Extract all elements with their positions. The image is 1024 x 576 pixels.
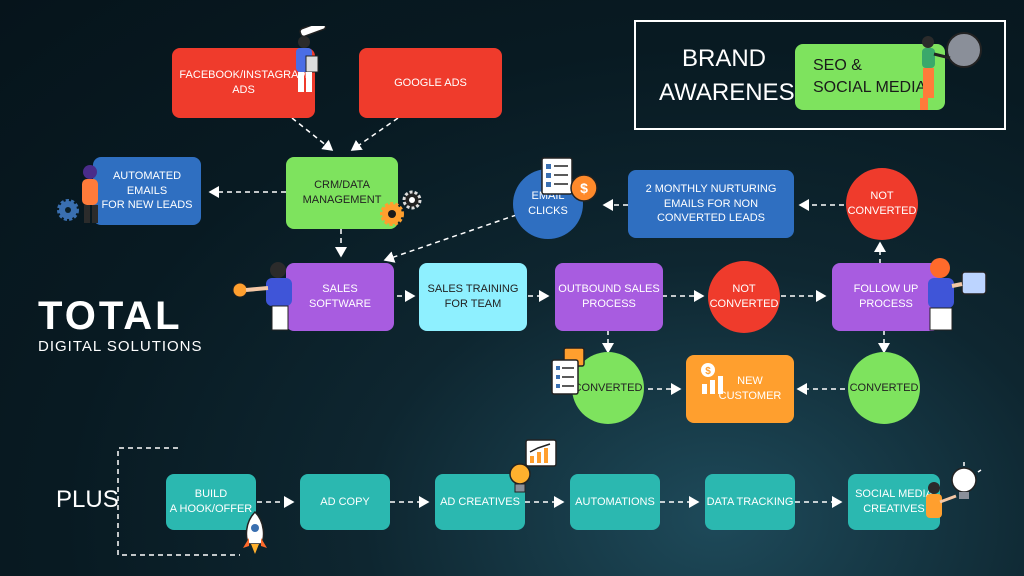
node-data-tracking: DATA TRACKING	[705, 474, 795, 530]
edge-email-clicks-to-sales-software	[383, 211, 526, 263]
coin-person-icon	[232, 262, 292, 331]
node-not-converted-mid: NOT CONVERTED	[708, 261, 780, 333]
node-not-converted-top: NOT CONVERTED	[846, 168, 918, 240]
node-automated-emails: AUTOMATED EMAILS FOR NEW LEADS	[93, 157, 201, 225]
gear-person-icon	[57, 165, 98, 223]
node-follow-up: FOLLOW UP PROCESS	[832, 263, 940, 331]
node-sales-software: SALES SOFTWARE	[286, 263, 394, 331]
company-logo: TOTAL DIGITAL SOLUTIONS	[38, 296, 203, 355]
documents-icon	[551, 347, 585, 395]
lightbulb-person-icon	[926, 462, 982, 518]
plus-bracket	[117, 447, 240, 556]
node-build-hook: BUILD A HOOK/OFFER	[166, 474, 256, 530]
brand-awareness-label: BRAND AWARENESS	[659, 45, 811, 106]
node-automations: AUTOMATIONS	[570, 474, 660, 530]
edge-facebook-to-crm	[291, 117, 334, 151]
brand-awareness-box	[634, 20, 1006, 130]
node-ad-copy: AD COPY	[300, 474, 390, 530]
node-converted-left: CONVERTED	[572, 352, 644, 424]
node-ad-creatives: AD CREATIVES	[435, 474, 525, 530]
node-google-ads: GOOGLE ADS	[359, 48, 502, 118]
plus-label: PLUS	[56, 486, 119, 513]
gear-icon	[380, 190, 422, 226]
logo-main-text: TOTAL	[38, 294, 183, 338]
node-facebook-instagram-ads: FACEBOOK/INSTAGRAM ADS	[172, 48, 315, 118]
logo-sub-text: DIGITAL SOLUTIONS	[38, 338, 203, 355]
telescope-person-icon	[296, 26, 327, 92]
magnifier-person-icon	[920, 32, 982, 110]
node-social-media-creatives: SOCIAL MEDIA CREATIVES	[848, 474, 940, 530]
edge-google-to-crm	[350, 117, 399, 151]
dollar-symbol-2: $	[705, 366, 711, 377]
node-sales-training: SALES TRAINING FOR TEAM	[419, 263, 527, 331]
node-outbound-sales: OUTBOUND SALES PROCESS	[555, 263, 663, 331]
idea-chart-icon	[509, 439, 557, 493]
dollar-symbol: $	[580, 180, 588, 196]
rocket-icon	[243, 510, 267, 554]
node-crm-data-management: CRM/DATA MANAGEMENT	[286, 157, 398, 229]
growth-chart-icon: $	[701, 363, 723, 394]
checklist-icon: $	[541, 157, 598, 202]
puzzle-person-icon	[928, 258, 987, 331]
node-converted-right: CONVERTED	[848, 352, 920, 424]
node-nurturing-emails: 2 MONTHLY NURTURING EMAILS FOR NON CONVE…	[628, 170, 794, 238]
dollar-coin-icon	[570, 174, 598, 202]
